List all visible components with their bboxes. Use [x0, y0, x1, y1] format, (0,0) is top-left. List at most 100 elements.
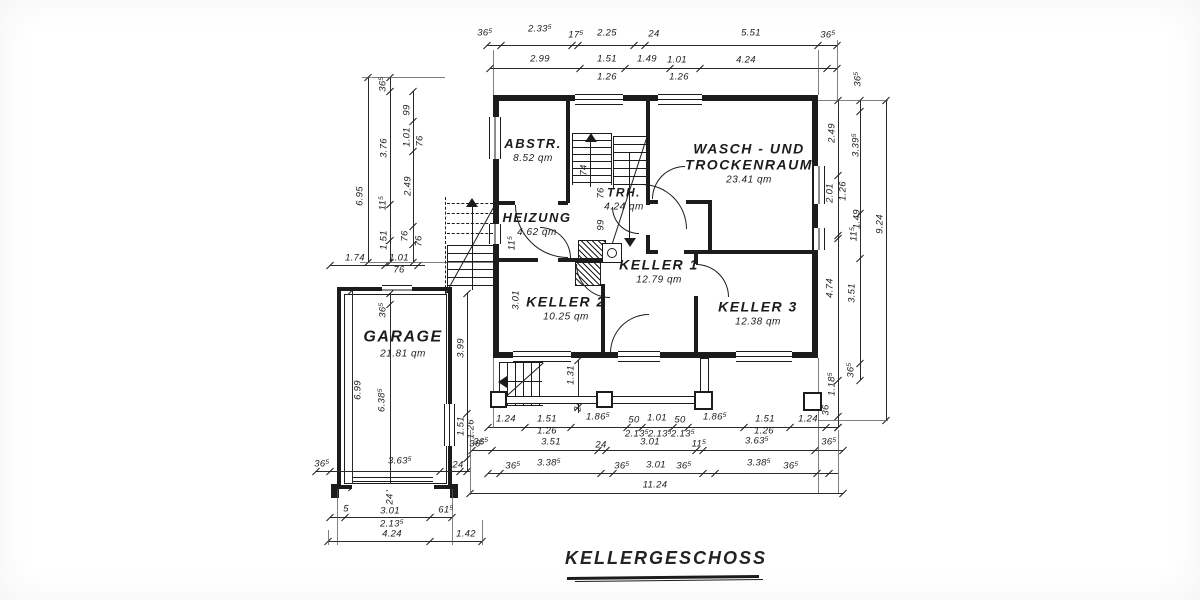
- stair-treads: [447, 245, 495, 293]
- dimension-line: [352, 290, 353, 487]
- wall-segment: [331, 484, 339, 498]
- dim-label: 2.13⁵: [671, 428, 695, 440]
- wall-segment: [558, 258, 572, 262]
- dim-label: 36⁵: [821, 436, 837, 448]
- dim-label: 1.31: [565, 365, 577, 385]
- dim-label: 76: [399, 230, 411, 242]
- dim-label: 36⁵: [473, 436, 489, 448]
- dim-label: 36⁵: [377, 76, 389, 92]
- dim-label: 1.86⁵: [586, 411, 610, 423]
- dim-label: 3.38⁵: [747, 457, 771, 469]
- dimension-line: [330, 265, 425, 266]
- dim-label: 36⁵: [783, 460, 799, 472]
- dim-label: 1.51: [378, 230, 390, 250]
- dim-label: 1.51: [755, 413, 775, 425]
- extension-line: [818, 420, 888, 421]
- dimension-line: [470, 493, 843, 494]
- dim-label: 6.99: [352, 380, 364, 400]
- dim-label: 1.26: [669, 71, 689, 83]
- room-area: 10.25 qm: [543, 311, 589, 323]
- dim-label: 24: [595, 439, 607, 451]
- room-label-garage: GARAGE 21.81 qm: [363, 329, 442, 360]
- dim-label: 4.24: [382, 528, 402, 540]
- wall-segment: [646, 250, 658, 254]
- dim-label: 36⁵: [477, 27, 493, 39]
- extension-line: [818, 358, 819, 493]
- hatched-wall: [575, 262, 601, 286]
- dim-label: 3.01: [510, 290, 522, 310]
- dim-label: 76: [414, 135, 426, 147]
- arrow-stem: [506, 381, 542, 382]
- extension-line: [493, 50, 494, 95]
- extension-line: [482, 520, 483, 545]
- wall-segment: [337, 287, 341, 489]
- wall-segment: [694, 296, 698, 356]
- window-symbol: [658, 94, 702, 105]
- dim-label: 2.49: [826, 123, 838, 143]
- dim-label: 4.74: [824, 278, 836, 298]
- room-name: GARAGE: [363, 328, 443, 346]
- dim-label: 3.39⁵: [850, 133, 862, 157]
- dim-label: 1.51: [597, 53, 617, 65]
- dim-label: 2.25: [597, 27, 617, 39]
- dim-label: 11⁵: [848, 226, 860, 242]
- wall-segment: [684, 250, 816, 254]
- extension-line: [818, 100, 888, 101]
- room-name: KELLER 2: [526, 293, 606, 310]
- wall-segment: [694, 250, 698, 264]
- door-arc: [696, 264, 729, 297]
- stair-direction-arrow: [466, 198, 478, 207]
- dim-label: 1.01: [389, 252, 409, 264]
- dim-label: 50: [628, 414, 640, 426]
- dimension-line: [413, 91, 414, 262]
- dimension-line: [368, 77, 369, 262]
- flue-circle: [607, 248, 617, 258]
- dim-label: 3.99: [455, 338, 467, 358]
- arrow-stem: [472, 206, 473, 290]
- dimension-line: [578, 360, 579, 413]
- dim-label: 1.26: [837, 181, 849, 201]
- dim-label: 3.51: [846, 283, 858, 303]
- dashed-stair-line: [447, 223, 493, 224]
- extension-line: [337, 489, 338, 545]
- wall-segment: [812, 95, 818, 358]
- window-symbol: [813, 228, 825, 250]
- dim-label: 2.13⁵: [380, 518, 404, 530]
- door-arc: [610, 314, 649, 353]
- dim-label: 61⁵: [438, 504, 454, 516]
- dim-label: 36⁵: [505, 460, 521, 472]
- extension-line: [838, 430, 839, 493]
- stair-direction-arrow: [585, 133, 597, 142]
- room-area: 23.41 qm: [726, 174, 772, 186]
- dimension-line: [487, 45, 837, 46]
- dimension-line: [886, 100, 887, 420]
- dim-label: 2.99: [530, 53, 550, 65]
- dim-label: 24: [648, 28, 660, 40]
- dim-label: 5: [343, 503, 349, 515]
- wall-segment: [493, 95, 818, 101]
- dim-label: 6.38⁵: [376, 388, 388, 412]
- room-area: 21.81 qm: [380, 348, 426, 360]
- dimension-line: [838, 100, 839, 427]
- dimension-line: [488, 473, 838, 474]
- dashed-stair-line: [445, 197, 446, 293]
- dim-label: 36⁵: [820, 29, 836, 41]
- dim-label: 1.24: [496, 413, 516, 425]
- room-name: WASCH - UND: [693, 140, 805, 157]
- dim-label: 1.42: [456, 528, 476, 540]
- wall-segment: [708, 200, 712, 254]
- dim-label: 36⁵: [852, 71, 864, 87]
- dimension-line: [390, 293, 391, 487]
- dim-label: 2.33⁵: [528, 23, 552, 35]
- dimension-line: [330, 517, 452, 518]
- drawing-title: KELLERGESCHOSS: [565, 548, 768, 568]
- room-area: 12.79 qm: [636, 274, 682, 286]
- window-symbol: [513, 351, 571, 362]
- terrace-post: [596, 391, 613, 408]
- dim-label: 3.38⁵: [537, 457, 561, 469]
- dim-label: 36⁵: [377, 302, 389, 318]
- wall-segment: [686, 200, 712, 204]
